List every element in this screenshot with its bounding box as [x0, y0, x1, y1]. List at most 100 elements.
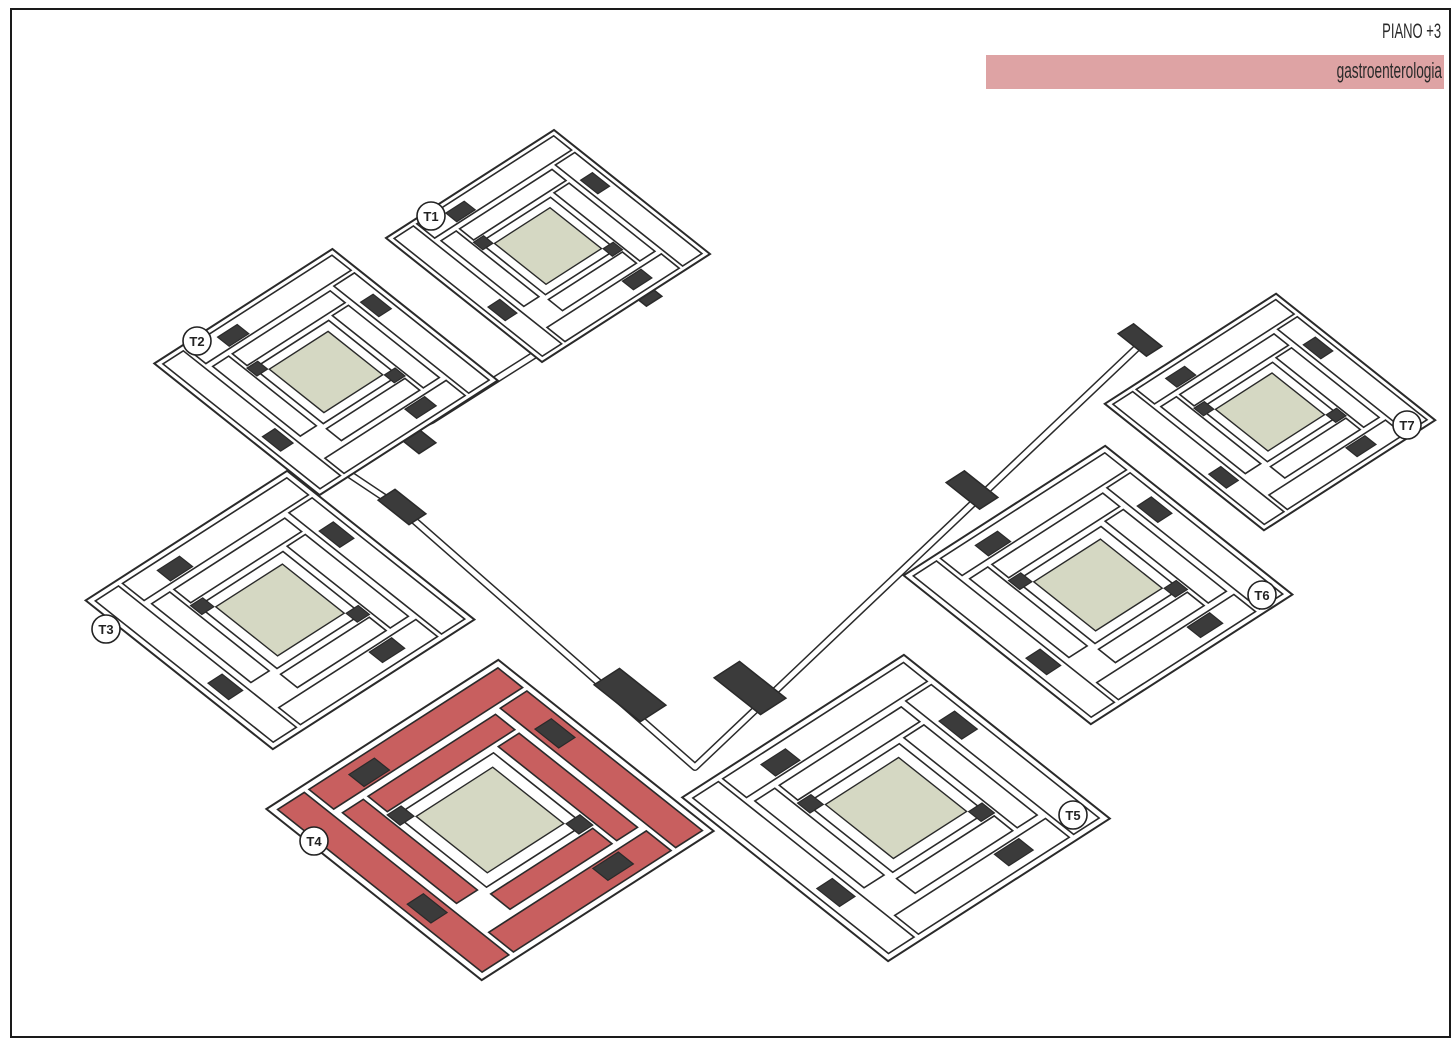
connector-core-7	[1116, 322, 1164, 358]
tower-core	[368, 637, 406, 664]
tower-core	[796, 793, 825, 814]
tower-wing-block	[325, 377, 422, 442]
tower-wing-block	[547, 251, 638, 312]
tower-wing-block	[285, 533, 410, 629]
tower-core	[444, 200, 477, 223]
tower-label-circle	[1392, 410, 1422, 440]
tower-wing-block	[230, 289, 347, 367]
tower-wing-block	[439, 230, 541, 308]
tower-label-text: T1	[423, 209, 438, 224]
tower-label-circle	[299, 826, 329, 856]
tower-core	[1344, 434, 1378, 458]
tower-t7	[1103, 292, 1437, 532]
tower-label-text: T6	[1254, 588, 1269, 603]
tower-label-circle	[91, 614, 121, 644]
tower-core	[815, 877, 857, 908]
tower-core	[579, 171, 611, 195]
tower-core	[1302, 336, 1334, 360]
tower-label-t2: T2	[182, 326, 212, 356]
tower-wing-block	[276, 791, 511, 974]
tower-courtyard	[268, 330, 384, 414]
tower-courtyard	[493, 206, 603, 286]
tower-core	[974, 530, 1012, 557]
tower-wing-block	[1159, 395, 1263, 475]
tower-core	[406, 892, 449, 924]
tower-wing-block	[331, 304, 441, 389]
tower-core	[967, 802, 996, 823]
tower-core	[189, 597, 215, 616]
tower-wing-block	[366, 713, 517, 813]
tower-wing-block	[911, 560, 1116, 719]
tower-core	[1207, 465, 1240, 489]
department-legend: gastroenterologia	[986, 55, 1444, 89]
tower-wing-block	[1111, 390, 1286, 526]
tower-wing-block	[1269, 417, 1362, 479]
tower-core	[386, 805, 416, 826]
tower-courtyard	[824, 756, 968, 860]
tower-courtyard	[1214, 372, 1326, 452]
tower-core	[1192, 400, 1215, 417]
tower-core	[1136, 496, 1173, 524]
tower-wing-block	[211, 355, 318, 438]
tower-label-t1: T1	[416, 201, 446, 231]
department-label: gastroenterologia	[1336, 58, 1442, 83]
tower-core	[261, 427, 295, 452]
tower-t4	[264, 658, 716, 982]
tower-wing-block	[691, 780, 916, 955]
tower-courtyard	[414, 766, 566, 874]
tower-core	[1325, 407, 1348, 424]
tower-core	[216, 323, 250, 348]
tower-wing-block	[777, 705, 922, 802]
tower-core	[1163, 579, 1189, 598]
tower-wing-block	[1097, 591, 1206, 664]
tower-core	[1007, 572, 1033, 591]
tower-wing-block	[392, 225, 563, 358]
tower-t5	[680, 653, 1112, 963]
tower-core	[938, 710, 979, 740]
tower-wing-block	[172, 517, 303, 604]
tower-core	[156, 555, 194, 582]
connector-core-6	[944, 469, 1000, 511]
tower-t1	[384, 128, 712, 364]
tower-wing-block	[279, 616, 388, 689]
tower-wing-block	[458, 168, 568, 241]
tower-core	[993, 837, 1035, 867]
tower-courtyard	[214, 563, 346, 657]
connector-core-5	[712, 660, 788, 716]
tower-wing-block	[990, 492, 1121, 579]
tower-courtyard	[1032, 538, 1164, 632]
tower-core	[245, 360, 269, 377]
towers	[83, 128, 1437, 982]
tower-core	[472, 235, 494, 251]
tower-label-text: T5	[1065, 808, 1080, 823]
tower-t6	[901, 444, 1295, 726]
tower-label-text: T4	[306, 834, 322, 849]
tower-core	[347, 757, 391, 788]
connector-core-3	[376, 488, 428, 526]
tower-core	[318, 521, 355, 549]
tower-core	[345, 604, 371, 623]
tower-core	[359, 293, 393, 318]
tower-core	[1164, 365, 1197, 388]
tower-core	[602, 241, 624, 257]
tower-wing-block	[1274, 346, 1381, 429]
tower-label-t5: T5	[1058, 800, 1088, 830]
tower-core	[564, 814, 594, 835]
tower-wing-block	[1178, 332, 1290, 407]
tower-label-t6: T6	[1247, 580, 1277, 610]
tower-wing-block	[341, 798, 479, 905]
tower-core	[486, 298, 518, 322]
tower-wing-block	[489, 827, 614, 911]
tower-wing-block	[895, 814, 1015, 895]
tower-label-text: T3	[98, 622, 113, 637]
floor-label: PIANO +3	[1382, 20, 1441, 43]
tower-label-circle	[416, 201, 446, 231]
tower-core	[206, 673, 244, 701]
tower-core	[1186, 612, 1224, 639]
tower-core	[759, 748, 801, 777]
tower-label-text: T2	[189, 334, 204, 349]
tower-wing-block	[968, 566, 1089, 659]
tower-wing-block	[902, 723, 1039, 829]
